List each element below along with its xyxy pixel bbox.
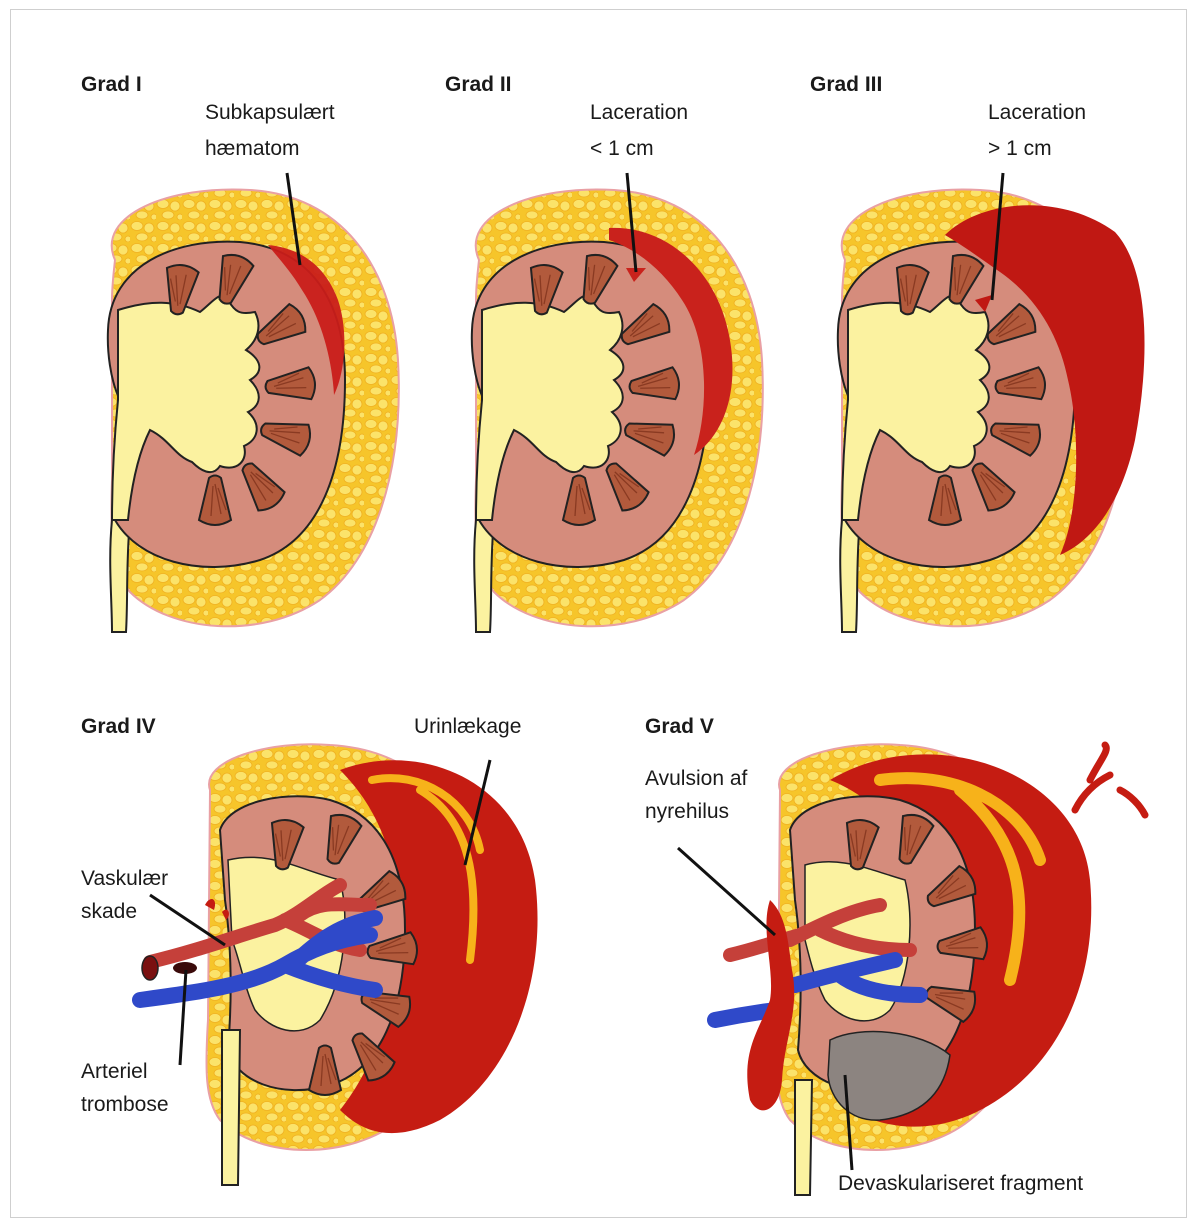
vascular-injury-label-line2: skade (81, 895, 137, 929)
thrombosis-label-line1: Arteriel (81, 1055, 148, 1089)
panel-grade-4 (140, 744, 538, 1185)
laceration-small-label-line1: Laceration (590, 96, 688, 130)
thrombosis-label-line2: trombose (81, 1088, 169, 1122)
laceration-small-label-line2: < 1 cm (590, 132, 654, 166)
grade-1-title: Grad I (81, 68, 142, 102)
avulsion-label-line1: Avulsion af (645, 762, 747, 796)
panel-grade-3 (838, 173, 1145, 632)
grade-2-title: Grad II (445, 68, 512, 102)
subcapsular-hematoma-label-line1: Subkapsulært (205, 96, 335, 130)
panel-grade-1 (108, 173, 399, 632)
grade-5-title: Grad V (645, 710, 714, 744)
grade-4-title: Grad IV (81, 710, 156, 744)
avulsion-label-line2: nyrehilus (645, 795, 729, 829)
panel-grade-2 (472, 173, 763, 632)
devascularized-fragment-label: Devaskulariseret fragment (838, 1167, 1083, 1201)
grade-3-title: Grad III (810, 68, 882, 102)
laceration-large-label-line1: Laceration (988, 96, 1086, 130)
panel-grade-5 (678, 744, 1145, 1195)
laceration-large-label-line2: > 1 cm (988, 132, 1052, 166)
vascular-injury-label-line1: Vaskulær (81, 862, 168, 896)
urine-leak-label: Urinlækage (414, 710, 521, 744)
subcapsular-hematoma-label-line2: hæmatom (205, 132, 300, 166)
